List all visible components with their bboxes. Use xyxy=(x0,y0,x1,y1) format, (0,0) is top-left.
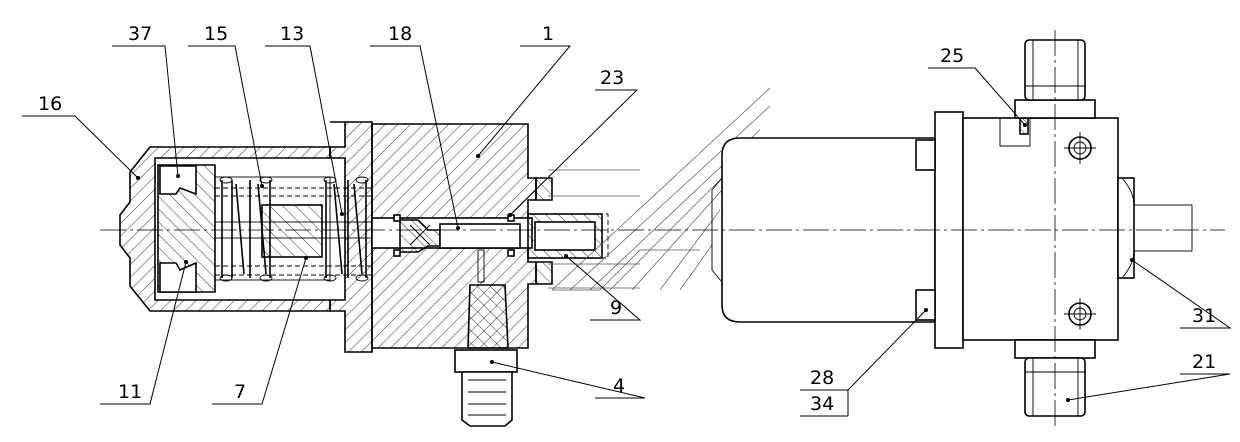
callout-21: 21 xyxy=(1192,351,1216,373)
seal-ring-bottom xyxy=(159,261,197,293)
port-stem xyxy=(477,249,485,283)
callout-9: 9 xyxy=(610,297,622,319)
callout-13: 13 xyxy=(280,23,304,45)
mounting-hole-bottom xyxy=(1064,298,1096,330)
callout-16: 16 xyxy=(38,93,62,115)
piston xyxy=(157,164,216,293)
callout-37: 37 xyxy=(128,23,152,45)
phantom-outline xyxy=(548,87,771,291)
callout-34: 34 xyxy=(810,393,834,415)
mounting-hole-top xyxy=(1064,132,1096,164)
housing-flange xyxy=(329,121,373,353)
port-nut xyxy=(454,349,518,373)
callout-31: 31 xyxy=(1192,305,1216,327)
callout-28: 28 xyxy=(810,367,834,389)
spring-rod xyxy=(261,204,323,258)
callout-11: 11 xyxy=(118,381,142,403)
flange-screw-bottom xyxy=(915,289,936,321)
callout-23: 23 xyxy=(600,67,624,89)
callout-25: 25 xyxy=(940,45,964,67)
seal-ring-top xyxy=(159,165,197,196)
port-nipple xyxy=(461,371,513,427)
valve-block xyxy=(962,117,1119,341)
outer-spring xyxy=(219,176,273,282)
callouts: 37 15 13 18 1 23 16 25 11 7 xyxy=(22,23,1232,417)
spool-neck xyxy=(439,223,521,249)
callout-18: 18 xyxy=(388,23,412,45)
valve-assembly xyxy=(119,121,609,427)
callout-15: 15 xyxy=(204,23,228,45)
callout-4: 4 xyxy=(613,375,625,397)
callout-7: 7 xyxy=(234,381,246,403)
seal-nut xyxy=(535,177,553,285)
flange-screw-top xyxy=(915,139,936,171)
port-fitting xyxy=(467,284,509,349)
callout-1: 1 xyxy=(542,23,554,45)
